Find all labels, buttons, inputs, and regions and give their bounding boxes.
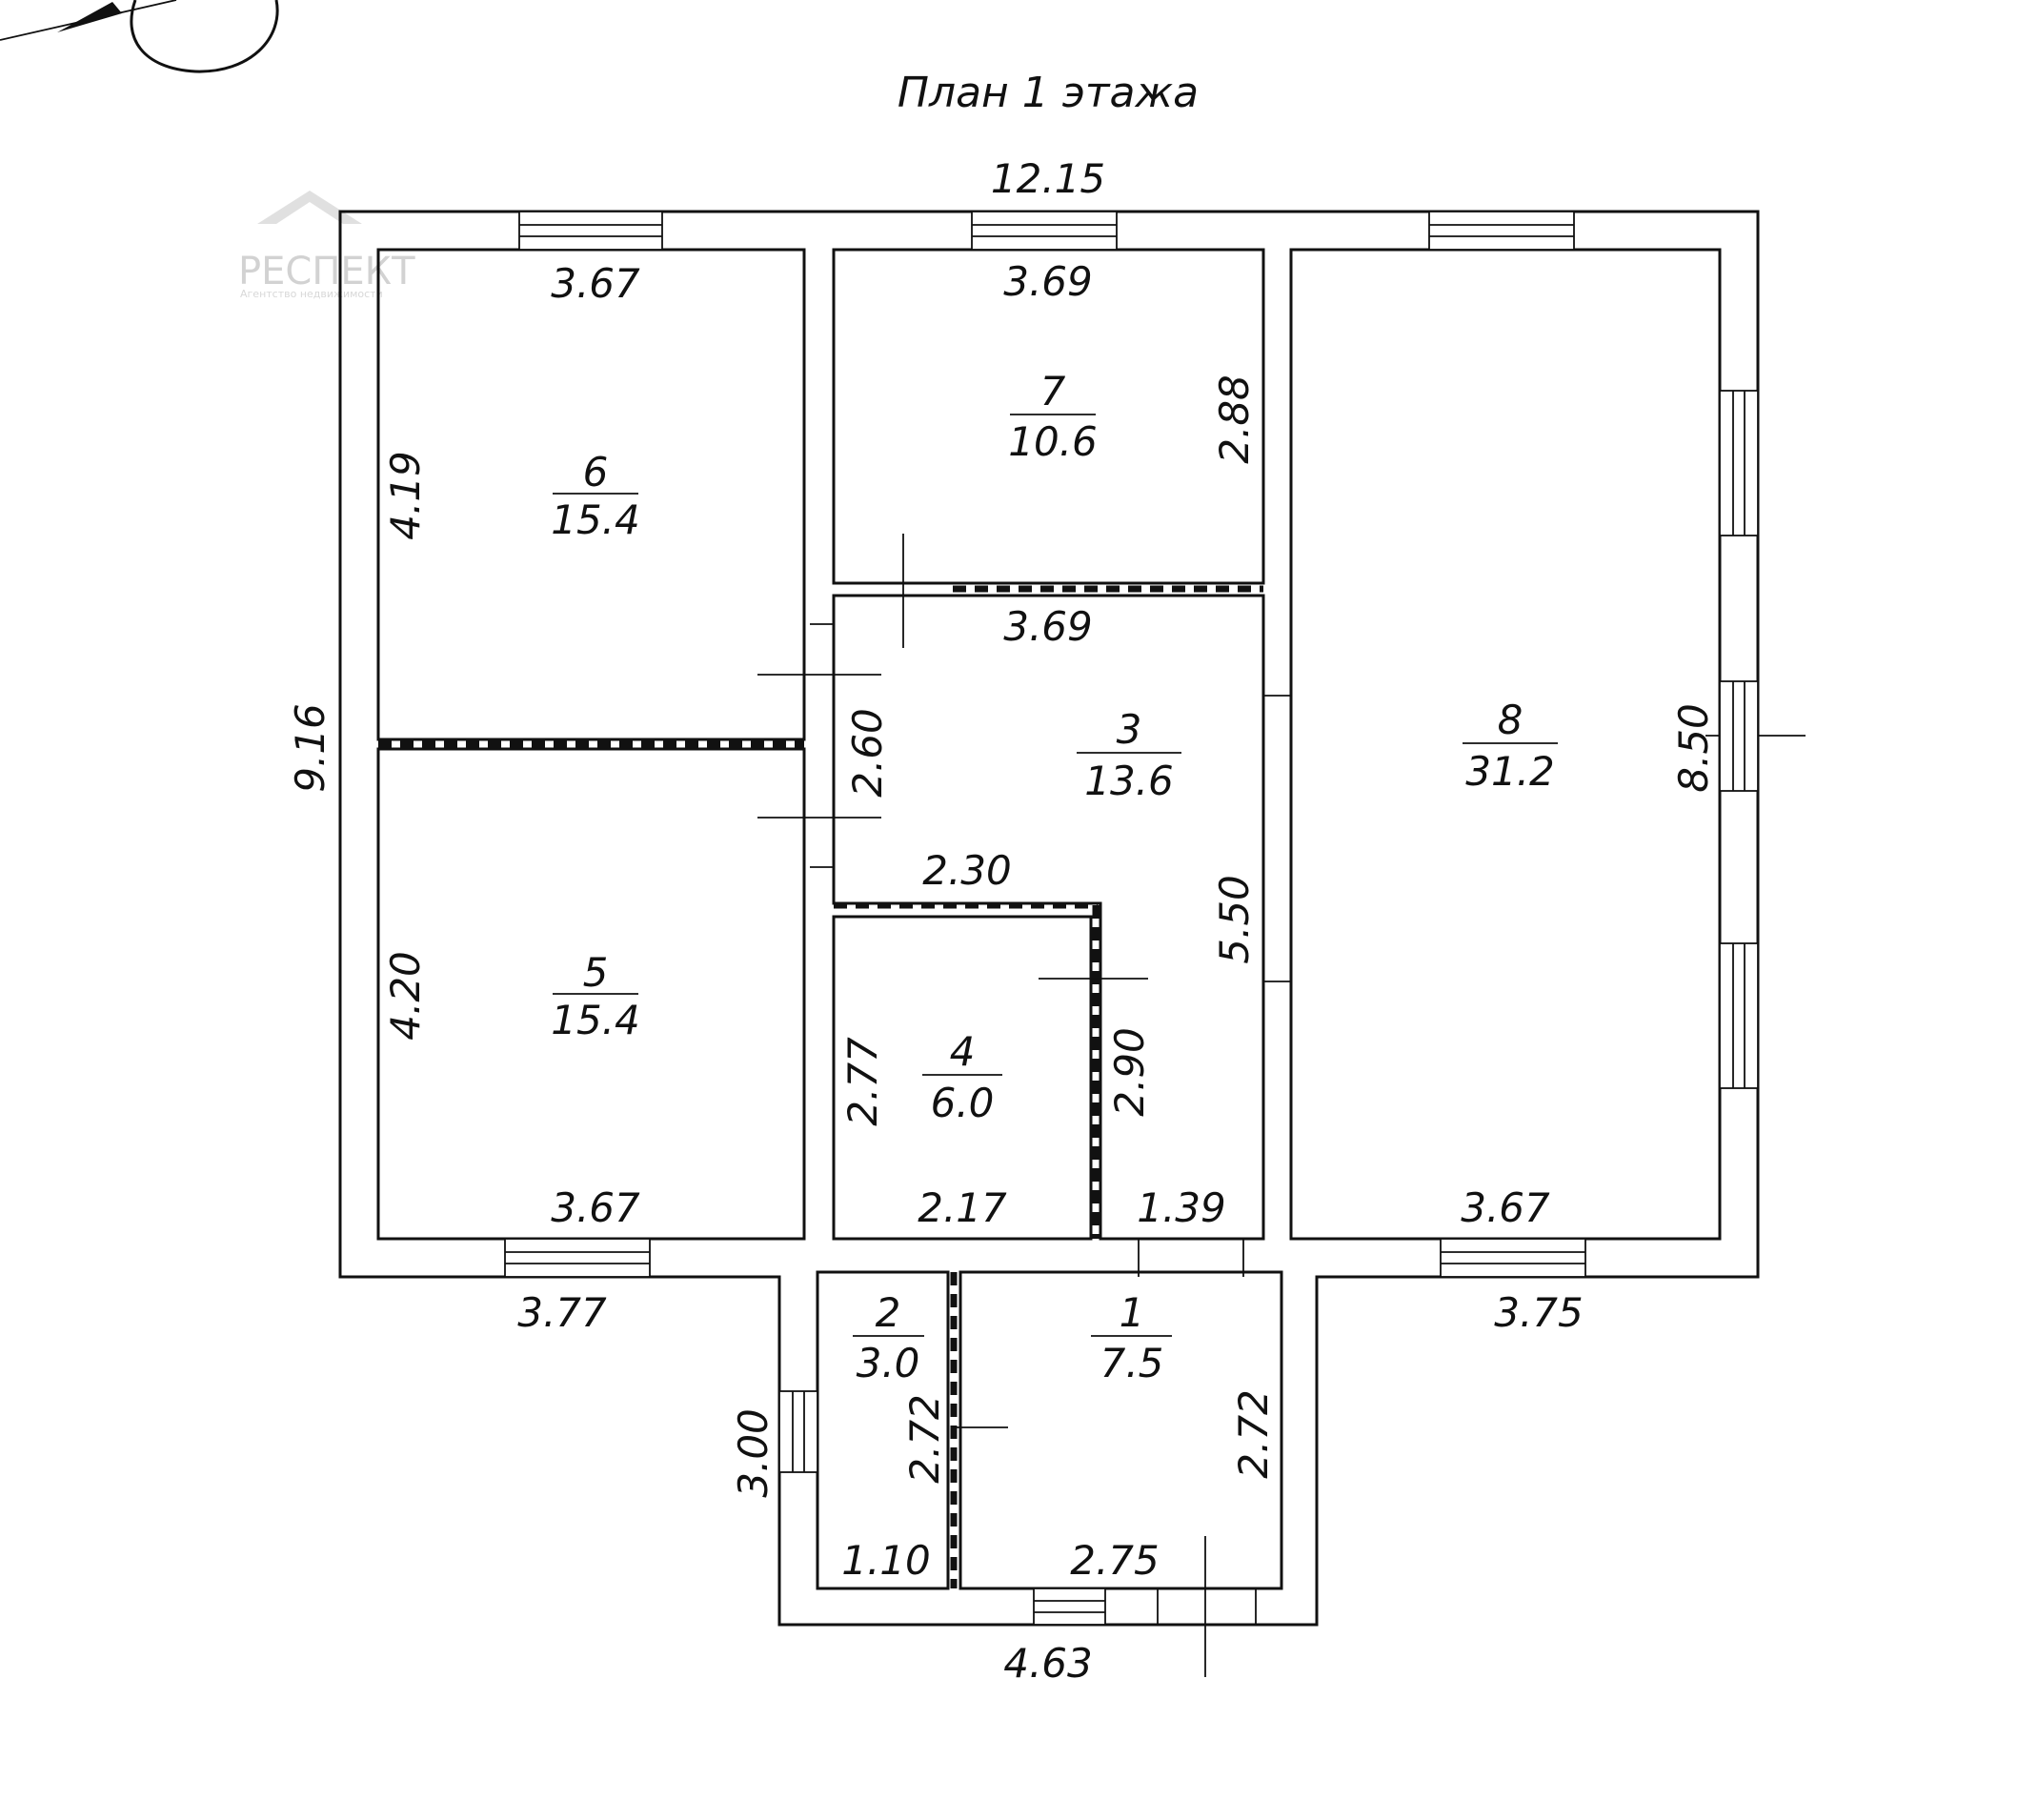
room-dim: 2.75 [1070, 1537, 1160, 1584]
dim-right-height: 8.50 [1670, 703, 1717, 793]
logo-name: РЕСПЕКТ [238, 250, 415, 293]
room-dim: 1.39 [1137, 1184, 1226, 1231]
room-8: 8 31.2 3.67 [1461, 697, 1558, 1231]
room-number: 6 [583, 449, 609, 495]
north-arrow-icon [0, 0, 279, 73]
dim-porch-width: 4.63 [1003, 1640, 1093, 1687]
room-dim: 2.60 [844, 708, 891, 798]
room-5: 5 15.4 3.67 4.20 [382, 949, 640, 1231]
logo-tagline: Агентство недвижимости [240, 288, 383, 300]
dim-bottom-left: 3.77 [517, 1289, 607, 1336]
room-dim: 3.69 [1003, 258, 1093, 305]
room-area: 15.4 [551, 496, 640, 543]
room-area: 7.5 [1100, 1340, 1164, 1386]
room-dim: 3.67 [1461, 1184, 1550, 1231]
room-number: 7 [1040, 368, 1066, 415]
room-2: 2 3.0 1.10 2.72 [841, 1289, 948, 1584]
room-dim: 2.17 [918, 1184, 1007, 1231]
room-number: 2 [876, 1289, 901, 1336]
room-area: 13.6 [1084, 758, 1174, 804]
overall-dimensions: 12.15 9.16 8.50 3.77 3.75 4.63 3.00 [287, 155, 1717, 1687]
room-dim: 2.72 [901, 1394, 948, 1484]
room-dim: 2.90 [1106, 1027, 1153, 1117]
room-3: 3 13.6 3.69 5.50 2.60 2.30 1.39 [844, 603, 1258, 1231]
partition-walls [378, 582, 1263, 1588]
room-6: 6 15.4 3.67 4.19 [382, 260, 640, 543]
room-dim: 1.10 [841, 1537, 931, 1584]
room-number: 5 [583, 949, 609, 996]
room-area: 6.0 [931, 1080, 995, 1126]
room-number: 1 [1120, 1289, 1145, 1336]
room-dim: 5.50 [1211, 875, 1258, 964]
room-area: 3.0 [857, 1340, 920, 1386]
exterior-wall [338, 210, 1760, 1627]
room-dim: 2.72 [1230, 1389, 1277, 1479]
dim-total-width: 12.15 [991, 155, 1105, 202]
room-7: 7 10.6 3.69 2.88 [1003, 258, 1258, 465]
room-8-outline [1289, 248, 1722, 1241]
room-dim: 3.67 [551, 260, 640, 307]
plan-title: План 1 этажа [898, 69, 1199, 117]
room-1-outline [958, 1270, 1283, 1590]
respect-logo: РЕСПЕКТ Агентство недвижимости [238, 191, 415, 300]
windows [504, 211, 1759, 1626]
room-dim: 3.69 [1003, 603, 1093, 650]
room-number: 4 [950, 1028, 976, 1075]
room-4: 4 6.0 2.17 2.77 2.90 [839, 1027, 1153, 1231]
room-dim: 2.77 [839, 1037, 886, 1126]
room-1: 1 7.5 2.75 2.72 [1070, 1289, 1277, 1584]
room-dim: 3.67 [551, 1184, 640, 1231]
room-area: 15.4 [551, 997, 640, 1043]
room-area: 31.2 [1465, 748, 1555, 795]
room-number: 3 [1117, 706, 1142, 753]
room-area: 10.6 [1008, 418, 1098, 465]
dim-total-height: 9.16 [287, 703, 333, 793]
dim-bottom-right: 3.75 [1494, 1289, 1584, 1336]
room-dim: 4.19 [382, 451, 429, 540]
room-dim: 2.30 [922, 847, 1012, 894]
room-4-outline [832, 915, 1093, 1241]
room-dim: 4.20 [382, 951, 429, 1041]
dim-porch-height: 3.00 [730, 1408, 777, 1498]
room-dim: 2.88 [1211, 374, 1258, 464]
room-number: 8 [1498, 697, 1523, 743]
